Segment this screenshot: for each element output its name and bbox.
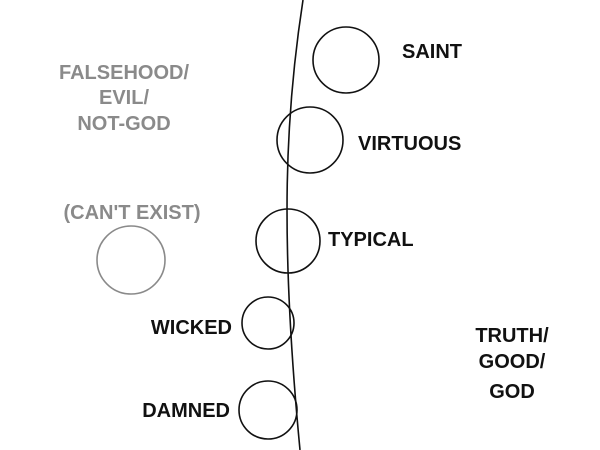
virtuous-circle — [276, 106, 344, 174]
virtuous-label: VIRTUOUS — [358, 133, 461, 155]
truth-label-line-3: GOD — [489, 381, 535, 403]
truth-label-line-1: TRUTH/ — [475, 325, 549, 347]
typical-circle — [255, 208, 321, 274]
wicked-label: WICKED — [151, 317, 232, 339]
cant-exist-label: (CAN'T EXIST) — [64, 202, 201, 224]
falsehood-label-line-1: FALSEHOOD/ — [59, 62, 189, 84]
saint-circle — [312, 26, 380, 94]
wicked-circle — [241, 296, 295, 350]
truth-label-line-2: GOOD/ — [479, 351, 546, 373]
nonexistent-circle — [96, 225, 166, 295]
boundary-line — [286, 0, 304, 450]
damned-circle — [238, 380, 298, 440]
damned-label: DAMNED — [142, 400, 230, 422]
typical-label: TYPICAL — [328, 229, 414, 251]
saint-label: SAINT — [402, 41, 462, 63]
falsehood-label-line-3: NOT-GOD — [77, 113, 170, 135]
falsehood-label-line-2: EVIL/ — [99, 87, 149, 109]
